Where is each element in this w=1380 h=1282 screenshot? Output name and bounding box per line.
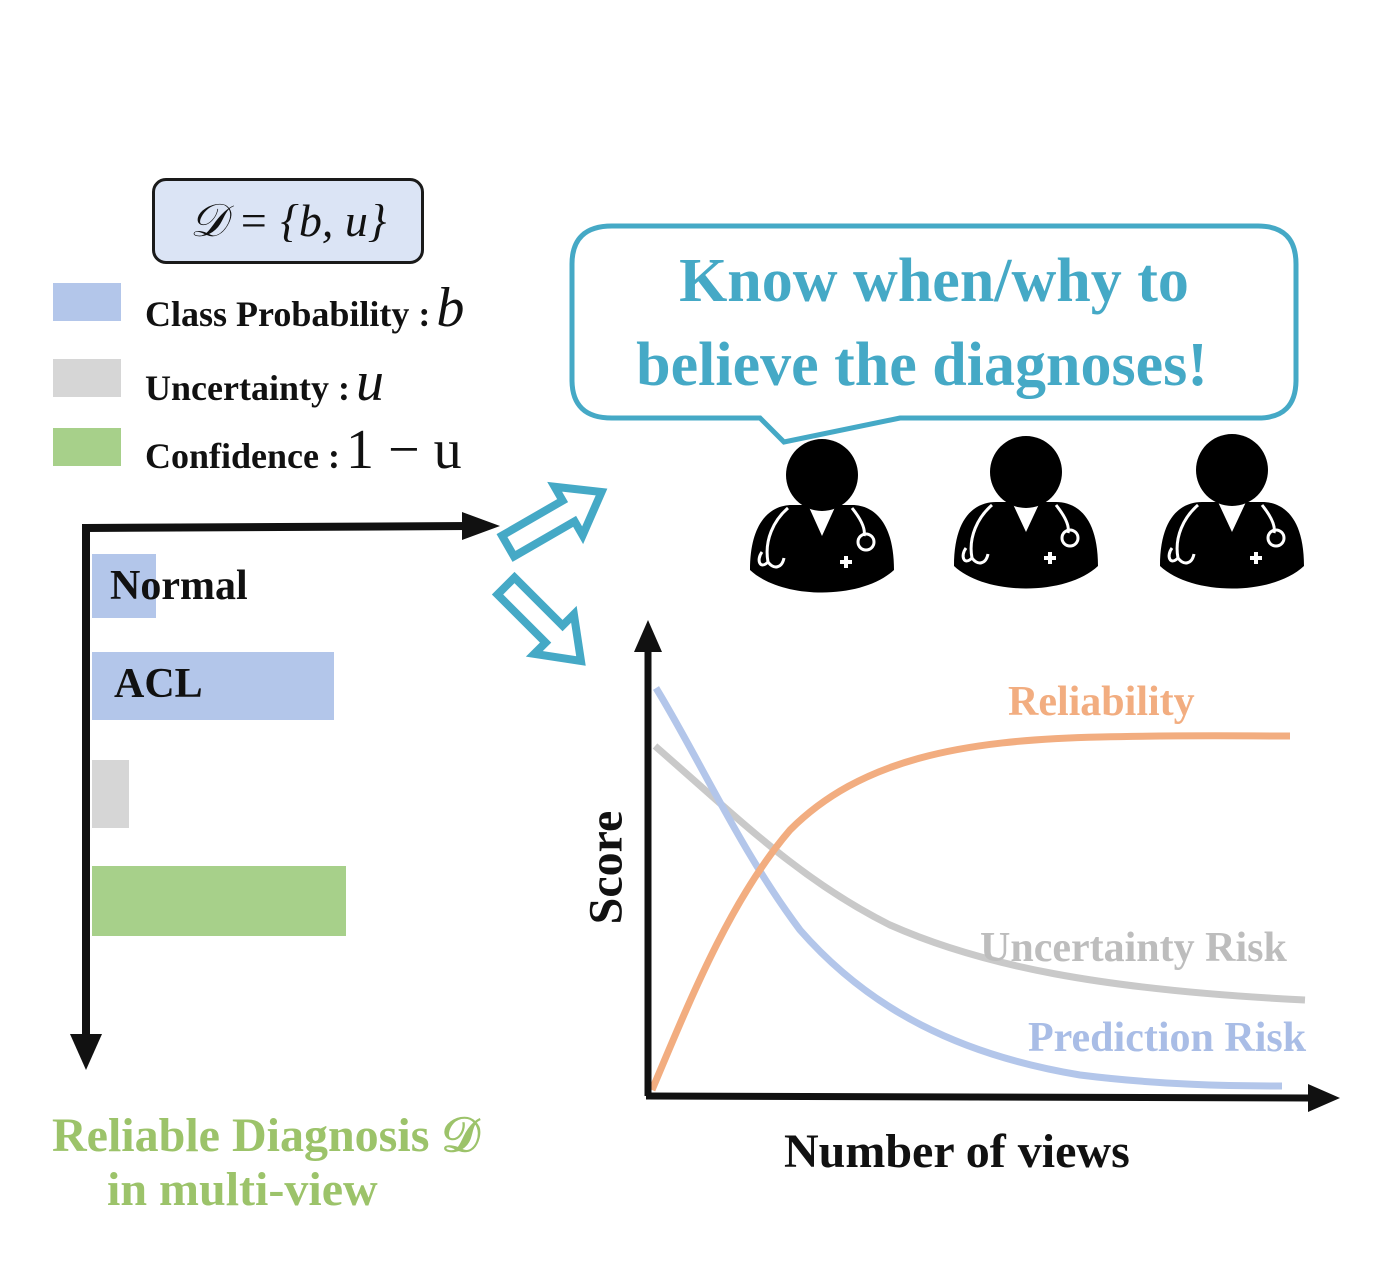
legend-symbol: b [436, 277, 465, 339]
gray-swatch [53, 359, 121, 397]
caption-line2: in multi-view [107, 1163, 378, 1216]
legend-symbol: u [355, 351, 384, 413]
bubble-line1: Know when/why to [679, 247, 1189, 315]
axis-arrowhead [634, 620, 662, 652]
bar-axes [70, 512, 500, 1070]
green-swatch [53, 428, 121, 466]
axis-arrowhead [462, 512, 500, 540]
formula-text: 𝒟 = {b, u} [189, 194, 387, 246]
y-axis-label: Score [579, 810, 633, 925]
legend-confidence: Confidence :1 − u [145, 418, 462, 482]
bar-label-normal: Normal [110, 563, 248, 609]
axis-arrowhead [70, 1034, 102, 1070]
curve-uncertainty-risk [652, 743, 1306, 1004]
legend-symbol: 1 − u [345, 419, 462, 481]
doctor-icon [750, 439, 894, 593]
bar-confidence [92, 866, 346, 936]
blue-swatch [53, 283, 121, 321]
doctor-icon [1160, 434, 1304, 589]
legend-label: Class Probability : [145, 294, 431, 334]
legend-label: Uncertainty : [145, 368, 350, 408]
arrow-to-chart [491, 571, 586, 666]
legend-class-probability: Class Probability :b [145, 276, 464, 340]
axis-arrowhead [1308, 1084, 1340, 1112]
arrow-to-doctors [496, 481, 608, 562]
legend-label: Confidence : [145, 436, 340, 476]
speech-bubble [569, 223, 1299, 445]
curve-prediction-risk [653, 686, 1283, 1090]
x-axis-label: Number of views [784, 1125, 1130, 1178]
bar-normal [92, 554, 156, 618]
chart-axes [634, 620, 1340, 1112]
bar-uncertainty [92, 760, 129, 828]
caption-line1: Reliable Diagnosis 𝒟 [52, 1109, 480, 1162]
bar-label-acl: ACL [114, 661, 203, 707]
bubble-line2: believe the diagnoses! [636, 331, 1208, 399]
curve-reliability [648, 732, 1291, 1092]
label-prediction-risk: Prediction Risk [1028, 1015, 1307, 1061]
label-reliability: Reliability [1008, 679, 1195, 725]
label-uncertainty-risk: Uncertainty Risk [980, 925, 1287, 971]
formula-box: 𝒟 = {b, u} [152, 178, 424, 264]
doctor-icon [954, 436, 1098, 589]
bar-acl [92, 652, 334, 720]
legend-uncertainty: Uncertainty :u [145, 350, 384, 414]
